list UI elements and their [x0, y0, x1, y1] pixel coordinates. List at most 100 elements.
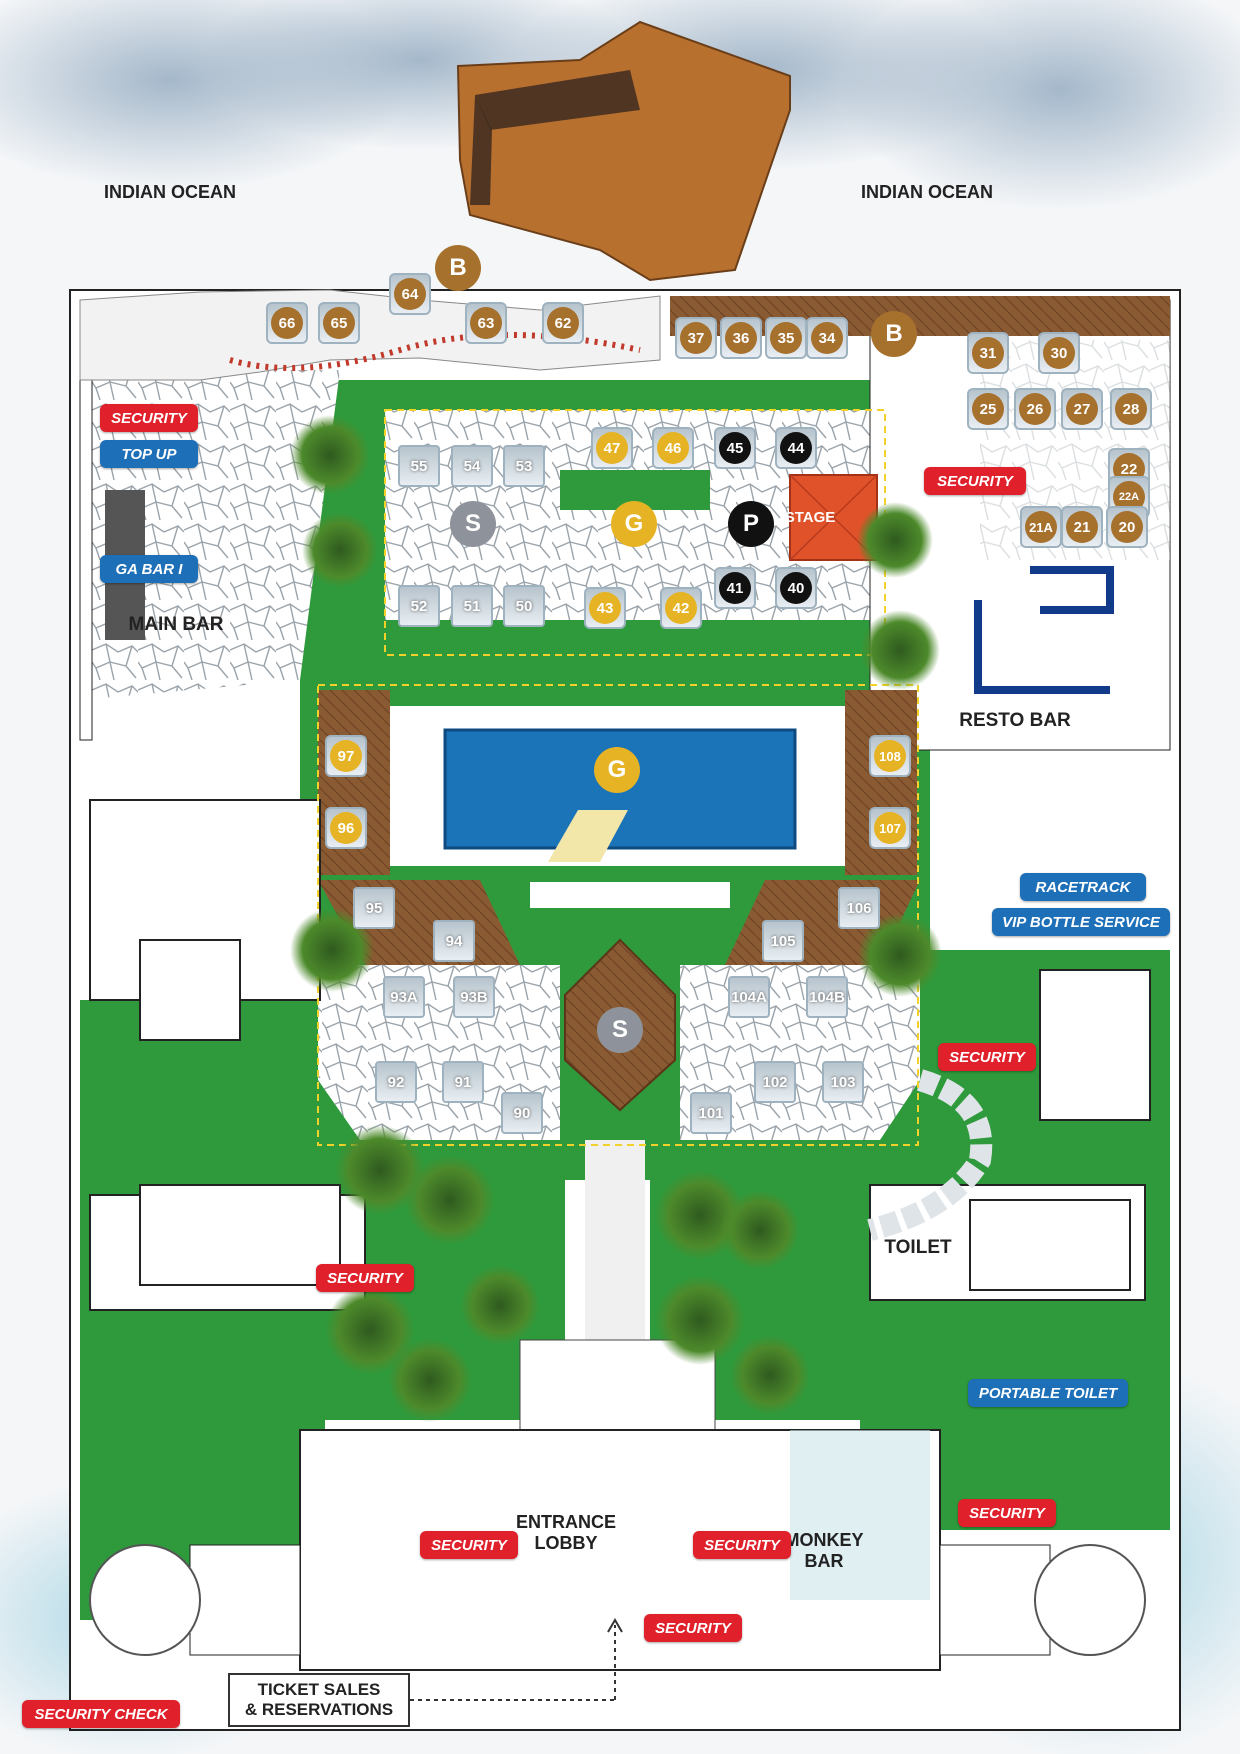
table-28[interactable]: 28 [1110, 388, 1152, 430]
table-40[interactable]: 40 [775, 567, 817, 609]
ocean-label-right: INDIAN OCEAN [860, 182, 993, 202]
table-97[interactable]: 97 [325, 735, 367, 777]
silver-zone-marker: S [450, 501, 496, 547]
table-number: 108 [874, 740, 906, 772]
table-50[interactable]: 50 [503, 585, 545, 627]
table-number: 40 [780, 572, 812, 604]
table-62[interactable]: 62 [542, 302, 584, 344]
table-number: 35 [770, 322, 802, 354]
top-up-tag: TOP UP [100, 440, 198, 468]
table-92[interactable]: 92 [375, 1061, 417, 1103]
table-102[interactable]: 102 [754, 1061, 796, 1103]
table-number: 93B [460, 988, 488, 1006]
table-34[interactable]: 34 [806, 317, 848, 359]
table-number: 55 [410, 457, 428, 475]
monkey-bar-label: MONKEY BAR [784, 1530, 863, 1571]
table-94[interactable]: 94 [433, 920, 475, 962]
table-number: 36 [725, 322, 757, 354]
table-105[interactable]: 105 [762, 920, 804, 962]
entrance-line-1: ENTRANCE [515, 1512, 616, 1532]
table-95[interactable]: 95 [353, 887, 395, 929]
platinum-zone-marker: P [728, 501, 774, 547]
table-number: 101 [698, 1104, 724, 1122]
table-107[interactable]: 107 [869, 807, 911, 849]
seaside-walkway [79, 289, 661, 381]
table-number: 42 [665, 592, 697, 624]
table-number: 107 [874, 812, 906, 844]
security-tag: SECURITY [958, 1499, 1056, 1527]
table-number: 93A [390, 988, 418, 1006]
table-52[interactable]: 52 [398, 585, 440, 627]
table-46[interactable]: 46 [652, 427, 694, 469]
table-26[interactable]: 26 [1014, 388, 1056, 430]
table-101[interactable]: 101 [690, 1092, 732, 1134]
table-93a[interactable]: 93A [383, 976, 425, 1018]
table-number: 34 [811, 322, 843, 354]
table-106[interactable]: 106 [838, 887, 880, 929]
vip-bottle-service-tag: VIP BOTTLE SERVICE [992, 908, 1170, 936]
entrance-line-2: LOBBY [534, 1532, 598, 1553]
security-check-tag: SECURITY CHECK [22, 1700, 180, 1728]
table-number: 105 [770, 932, 796, 950]
table-37[interactable]: 37 [675, 317, 717, 359]
table-45[interactable]: 45 [714, 427, 756, 469]
table-number: 66 [271, 307, 303, 339]
table-91[interactable]: 91 [442, 1061, 484, 1103]
table-21a[interactable]: 21A [1020, 506, 1062, 548]
table-41[interactable]: 41 [714, 567, 756, 609]
table-21[interactable]: 21 [1061, 506, 1103, 548]
table-number: 103 [830, 1073, 856, 1091]
table-90[interactable]: 90 [501, 1092, 543, 1134]
table-20[interactable]: 20 [1106, 506, 1148, 548]
entrance-building [89, 1339, 1146, 1701]
table-number-suffix: A [756, 988, 767, 1006]
table-number: 52 [410, 597, 428, 615]
table-103[interactable]: 103 [822, 1061, 864, 1103]
table-53[interactable]: 53 [503, 445, 545, 487]
table-63[interactable]: 63 [465, 302, 507, 344]
main-bar-label: MAIN BAR [128, 614, 224, 635]
table-108[interactable]: 108 [869, 735, 911, 777]
table-55[interactable]: 55 [398, 445, 440, 487]
portable-toilet-tag: PORTABLE TOILET [968, 1379, 1128, 1407]
table-25[interactable]: 25 [967, 388, 1009, 430]
bar-marker: B [871, 311, 917, 357]
table-27[interactable]: 27 [1061, 388, 1103, 430]
table-64[interactable]: 64 [389, 273, 431, 315]
racetrack-tag: RACETRACK [1020, 873, 1146, 901]
table-65[interactable]: 65 [318, 302, 360, 344]
table-number: 91 [454, 1073, 472, 1091]
table-66[interactable]: 66 [266, 302, 308, 344]
table-42[interactable]: 42 [660, 587, 702, 629]
monkey-line-1: MONKEY [784, 1530, 864, 1550]
table-36[interactable]: 36 [720, 317, 762, 359]
security-tag: SECURITY [420, 1531, 518, 1559]
table-31[interactable]: 31 [967, 332, 1009, 374]
table-number-suffix: B [834, 988, 845, 1006]
table-35[interactable]: 35 [765, 317, 807, 359]
table-number: 96 [330, 812, 362, 844]
table-number: 102 [762, 1073, 788, 1091]
ticket-sales-box[interactable]: TICKET SALES & RESERVATIONS [228, 1673, 410, 1727]
table-number: 97 [330, 740, 362, 772]
table-number: 90 [513, 1104, 531, 1122]
table-30[interactable]: 30 [1038, 332, 1080, 374]
stage-label: STAGE [784, 509, 836, 526]
resto-bar-label: RESTO BAR [959, 710, 1071, 731]
table-54[interactable]: 54 [451, 445, 493, 487]
table-number: 106 [846, 899, 872, 917]
security-tag: SECURITY [938, 1043, 1036, 1071]
security-tag: SECURITY [924, 467, 1026, 495]
table-number: 63 [470, 307, 502, 339]
table-43[interactable]: 43 [584, 587, 626, 629]
table-93b[interactable]: 93B [453, 976, 495, 1018]
table-47[interactable]: 47 [591, 427, 633, 469]
table-44[interactable]: 44 [775, 427, 817, 469]
gold-zone-marker: G [611, 501, 657, 547]
table-51[interactable]: 51 [451, 585, 493, 627]
table-96[interactable]: 96 [325, 807, 367, 849]
table-number: 21A [1025, 511, 1057, 543]
